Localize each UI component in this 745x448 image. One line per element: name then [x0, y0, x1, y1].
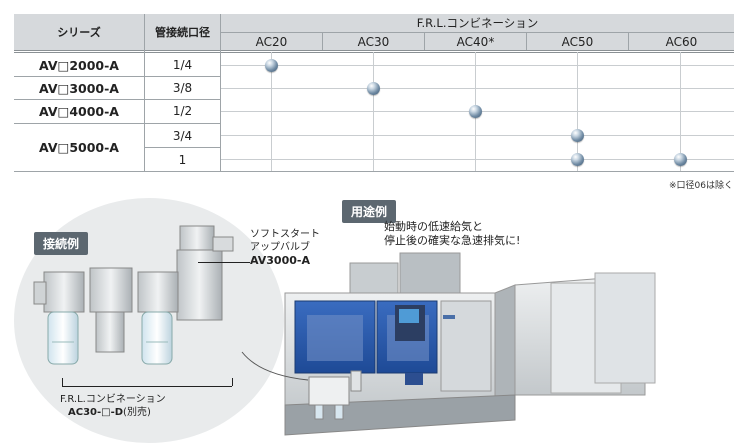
frl-label: F.R.L.コンビネーション: [60, 394, 166, 405]
frl-unit-illustration: [33, 225, 234, 365]
match-dot: [469, 105, 482, 118]
match-dot: [571, 129, 584, 142]
frl-model-label: AC30-□-D(別売): [68, 407, 151, 418]
match-dot: [265, 59, 278, 72]
frl-col-ac20: AC20: [221, 33, 322, 50]
match-dot: [571, 153, 584, 166]
series-av5000: AV□5000-A: [39, 140, 119, 155]
callout-line: [241, 351, 309, 381]
port-1: 1: [178, 152, 187, 167]
series-av2000: AV□2000-A: [39, 57, 119, 73]
port-note: ※口径06は除く: [669, 181, 733, 191]
usage-line-2: 停止後の確実な急速排気に!: [384, 234, 521, 247]
valve-label-2: アップバルブ: [250, 242, 310, 253]
header-port: 管接続口径: [145, 14, 220, 50]
series-av4000: AV□4000-A: [39, 103, 119, 119]
frl-col-ac50: AC50: [527, 33, 628, 50]
usage-tag: 用途例: [342, 200, 397, 223]
frl-col-ac30: AC30: [323, 33, 424, 50]
connection-tag: 接続例: [34, 232, 89, 255]
valve-model: AV3000-A: [250, 254, 310, 267]
header-frl: F.R.L.コンビネーション: [221, 14, 734, 32]
series-av3000: AV□3000-A: [39, 80, 119, 96]
usage-line-1: 始動時の低速給気と: [384, 220, 483, 233]
port-3-4: 3/4: [172, 128, 193, 143]
port-1-4: 1/4: [172, 58, 193, 72]
port-1-2: 1/2: [172, 104, 193, 118]
valve-label-1: ソフトスタート: [250, 229, 320, 240]
frl-col-ac60: AC60: [629, 33, 734, 50]
header-series: シリーズ: [14, 14, 144, 50]
machine-illustration: [284, 252, 656, 436]
compatibility-table: シリーズ 管接続口径 F.R.L.コンビネーション AC20 AC30 AC40…: [14, 14, 734, 176]
match-dot: [367, 82, 380, 95]
port-3-8: 3/8: [172, 81, 193, 95]
frl-col-ac40: AC40*: [425, 33, 526, 50]
match-dot: [674, 153, 687, 166]
